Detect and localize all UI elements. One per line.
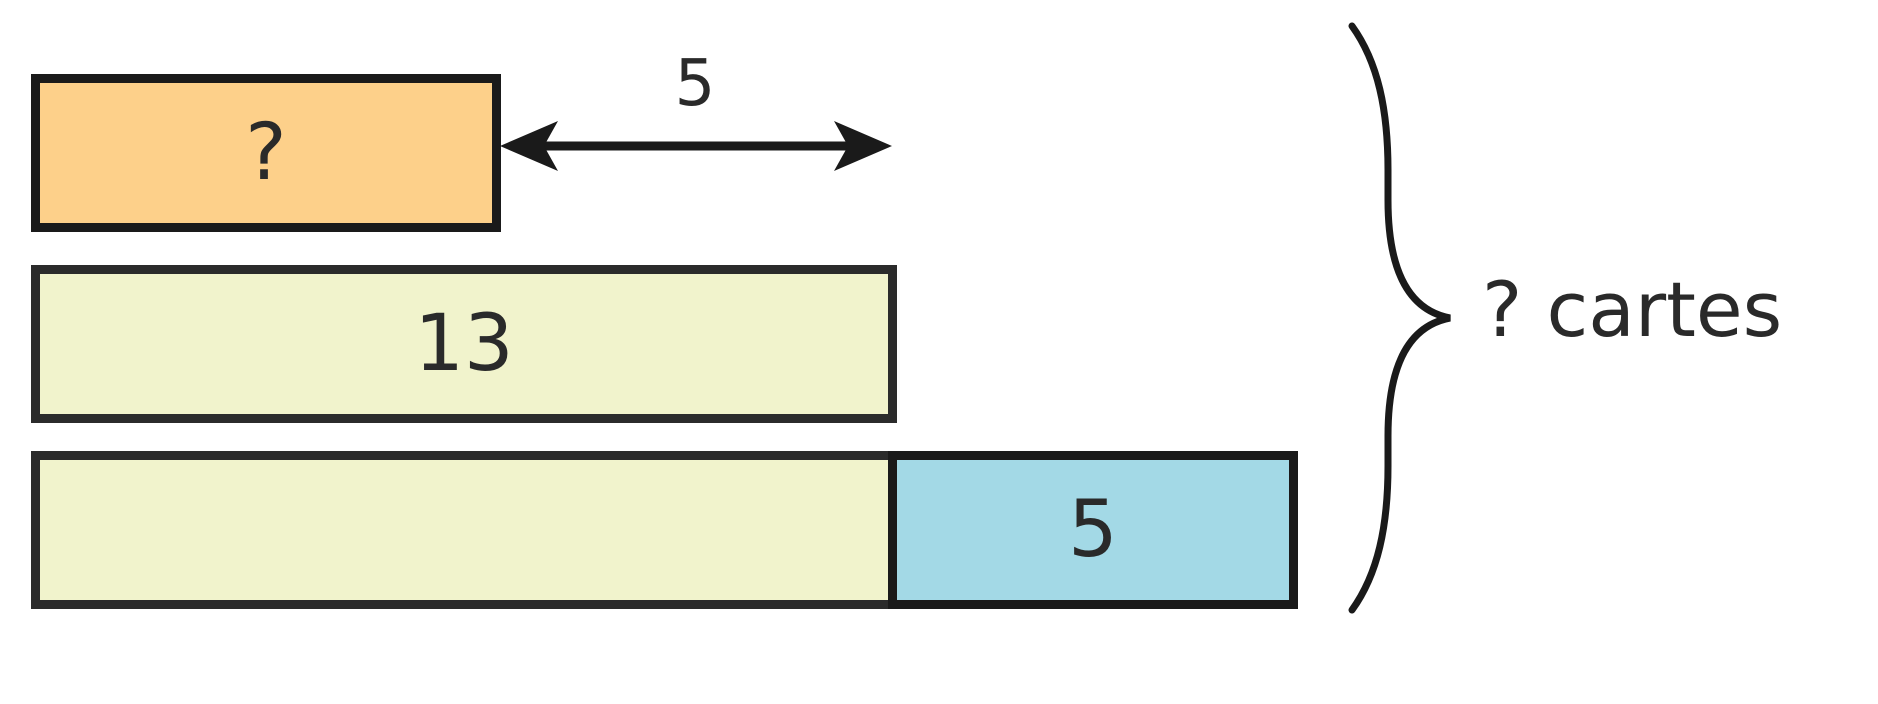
difference-label: 5 [674, 47, 716, 121]
total-label: ? cartes [1482, 265, 1783, 354]
thirteen-bar-label: 13 [414, 299, 514, 389]
unknown-bar-label: ? [245, 108, 287, 198]
extra-bar-label: 5 [1068, 485, 1118, 575]
thirteen-bar: 13 [31, 265, 897, 423]
arrow-head-right [834, 121, 892, 171]
extra-bar: 5 [888, 451, 1298, 609]
base-bar [31, 451, 897, 609]
curly-brace [1348, 22, 1451, 614]
difference-arrow [500, 121, 892, 171]
unknown-bar: ? [31, 74, 501, 232]
arrow-head-left [500, 121, 558, 171]
